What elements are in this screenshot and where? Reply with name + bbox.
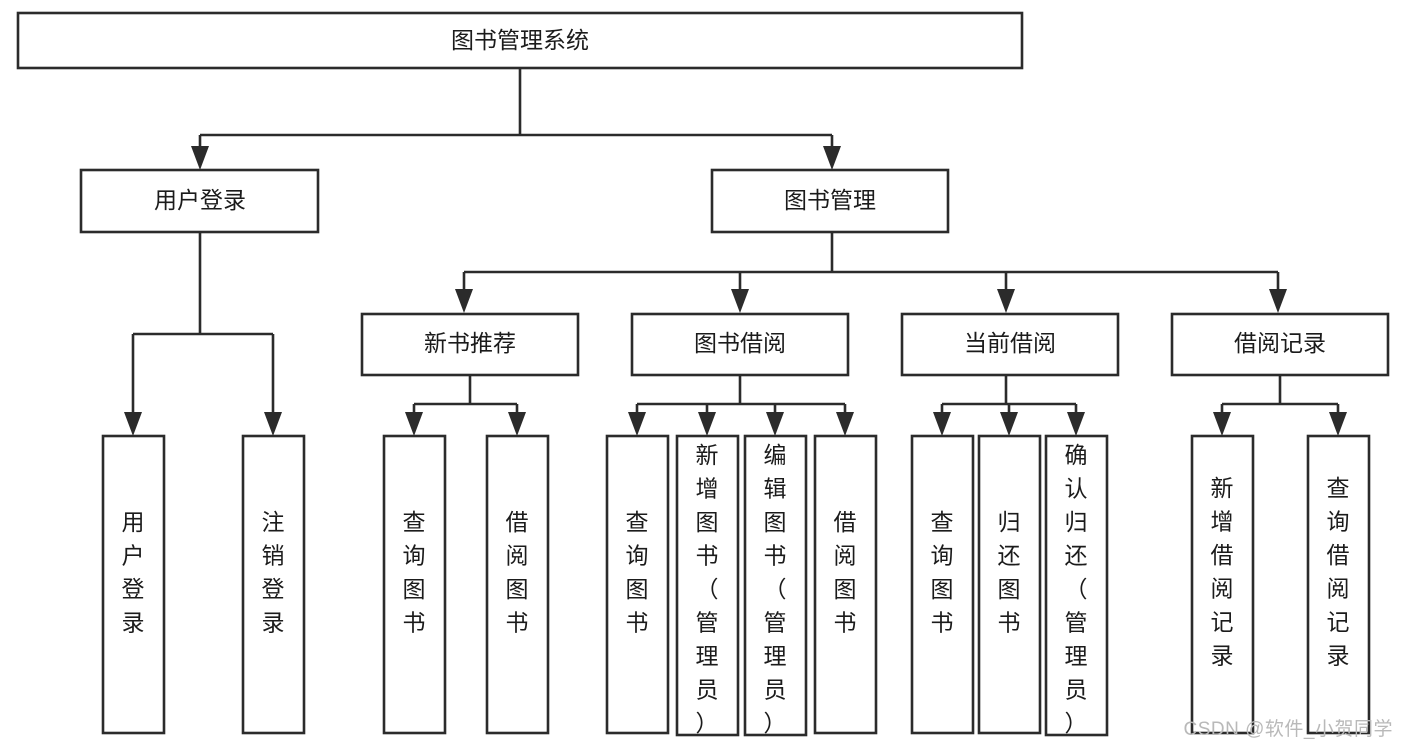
node-leaf-query-book-1-label: 查询图书 [403, 509, 426, 636]
node-leaf-return-book[interactable]: 归还图书 [977, 434, 1042, 735]
node-leaf-user-login[interactable]: 用户登录 [101, 434, 166, 735]
connector-borrowrecord-to-leaves [1213, 375, 1347, 436]
node-leaf-query-book-3-label: 查询图书 [931, 509, 954, 636]
connector-bookborrow-to-leaves [628, 375, 854, 436]
node-new-book-rec[interactable]: 新书推荐 [360, 312, 580, 377]
node-book-borrow[interactable]: 图书借阅 [630, 312, 850, 377]
node-leaf-query-book-2-label: 查询图书 [626, 509, 649, 636]
node-leaf-query-record[interactable]: 查询借阅记录 [1306, 434, 1371, 735]
connector-root-to-level2 [191, 68, 841, 170]
node-leaf-add-book-label: 新增图书（管理员） [696, 442, 719, 736]
node-leaf-add-record-label: 新增借阅记录 [1211, 475, 1234, 669]
node-current-borrow-label: 当前借阅 [964, 330, 1056, 356]
node-leaf-logout[interactable]: 注销登录 [241, 434, 306, 735]
connector-bookmanage-to-level3 [455, 232, 1287, 313]
node-leaf-query-record-label: 查询借阅记录 [1327, 475, 1350, 669]
node-leaf-add-book[interactable]: 新增图书（管理员） [675, 434, 740, 737]
node-leaf-query-book-2[interactable]: 查询图书 [605, 434, 670, 735]
node-leaf-query-book-3[interactable]: 查询图书 [910, 434, 975, 735]
node-leaf-borrow-book-1-label: 借阅图书 [506, 509, 529, 636]
node-book-manage[interactable]: 图书管理 [710, 168, 950, 234]
node-borrow-record[interactable]: 借阅记录 [1170, 312, 1390, 377]
node-leaf-edit-book[interactable]: 编辑图书（管理员） [743, 434, 808, 737]
connector-currentborrow-to-leaves [933, 375, 1085, 436]
node-leaf-confirm-return-label: 确认归还（管理员） [1065, 442, 1088, 736]
node-leaf-query-book-1[interactable]: 查询图书 [382, 434, 447, 735]
connector-userlogin-to-leaves [124, 232, 282, 436]
node-leaf-edit-book-label: 编辑图书（管理员） [764, 442, 787, 736]
node-leaf-borrow-book-1[interactable]: 借阅图书 [485, 434, 550, 735]
node-leaf-user-login-label: 用户登录 [122, 509, 145, 636]
node-new-book-rec-label: 新书推荐 [424, 330, 516, 356]
node-user-login-label: 用户登录 [154, 187, 246, 213]
node-user-login[interactable]: 用户登录 [79, 168, 320, 234]
node-leaf-borrow-book-2-label: 借阅图书 [834, 509, 857, 636]
node-leaf-logout-label: 注销登录 [262, 509, 285, 636]
node-book-borrow-label: 图书借阅 [694, 330, 786, 356]
node-leaf-borrow-book-2[interactable]: 借阅图书 [813, 434, 878, 735]
csdn-watermark: CSDN @软件_小贺同学 [1183, 719, 1393, 740]
node-borrow-record-label: 借阅记录 [1234, 330, 1326, 356]
node-leaf-return-book-label: 归还图书 [998, 509, 1021, 636]
node-root-system-label: 图书管理系统 [451, 27, 589, 53]
node-leaf-add-record[interactable]: 新增借阅记录 [1190, 434, 1255, 735]
connector-newbook-to-leaves [405, 375, 526, 436]
node-root-system[interactable]: 图书管理系统 [16, 11, 1024, 70]
node-leaf-confirm-return[interactable]: 确认归还（管理员） [1044, 434, 1109, 737]
node-book-manage-label: 图书管理 [784, 187, 876, 213]
node-current-borrow[interactable]: 当前借阅 [900, 312, 1120, 377]
